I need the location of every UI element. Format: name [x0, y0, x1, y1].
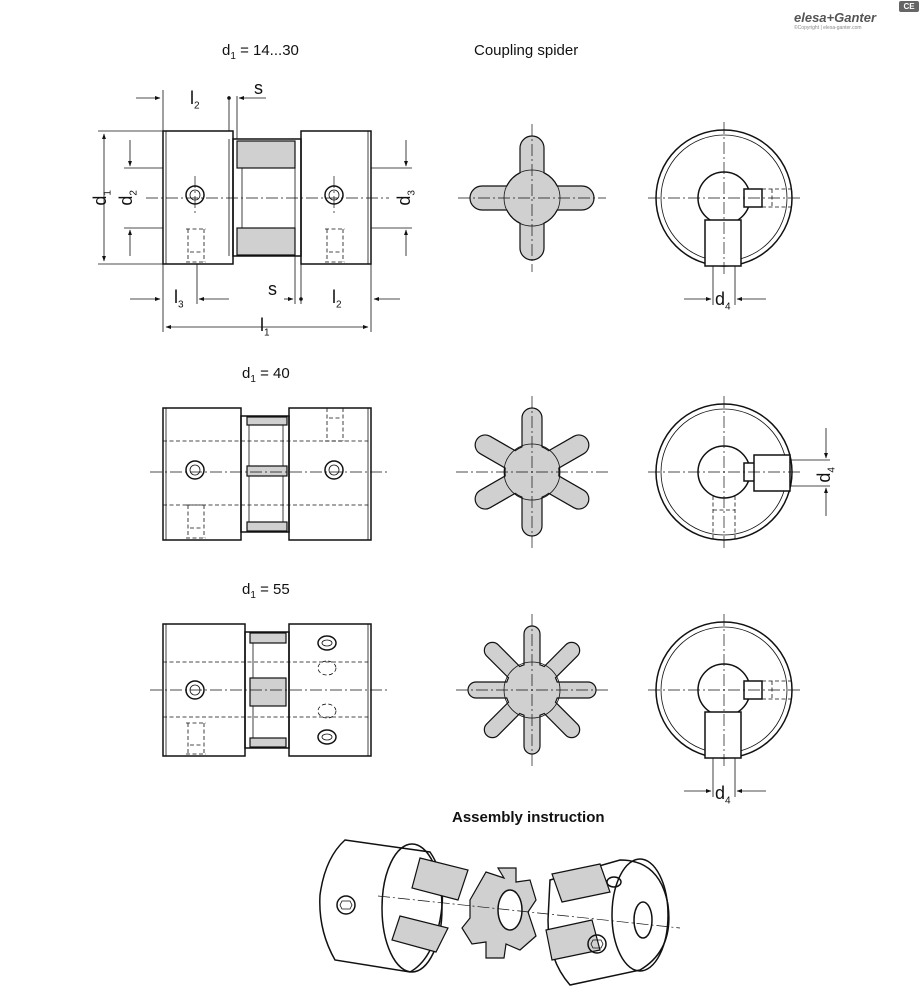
- ce-badge: CE: [899, 1, 919, 12]
- spider-view-1-drawing: [458, 124, 606, 272]
- end-view-2: [648, 396, 830, 548]
- dim-l3: l3: [174, 287, 184, 311]
- end-view-3: [648, 614, 800, 797]
- brand-copyright: ©Copyright | elesa-ganter.com: [794, 25, 862, 31]
- dim-s-top: s: [254, 78, 263, 98]
- heading-view3: d1 = 55: [242, 581, 290, 601]
- coupling-side-view-3: [150, 623, 389, 757]
- dim-l1: l1: [260, 315, 270, 339]
- heading-view1: d1 = 14...30: [222, 42, 299, 62]
- assembly-spider: [461, 867, 537, 959]
- dim-l2-bottom: l2: [332, 287, 342, 311]
- end-view-1: [648, 122, 800, 305]
- heading-view2: d1 = 40: [242, 365, 290, 385]
- dim-s-bottom: s: [268, 279, 277, 299]
- assembly-illustration: [319, 839, 681, 986]
- heading-coupling-spider: Coupling spider: [474, 42, 579, 59]
- coupling-side-view-2: [150, 407, 389, 541]
- coupling-side-view-1: [98, 90, 412, 332]
- spider-view-2-drawing: [456, 396, 608, 548]
- spider-view-3-drawing: [456, 614, 608, 766]
- brand-logo: elesa+Ganter: [794, 10, 877, 25]
- dim-d4-view3: d4: [715, 783, 731, 807]
- dim-l2-top: l2: [190, 88, 200, 112]
- dim-d4-view1: d4: [715, 289, 731, 313]
- heading-assembly-instruction: Assembly instruction: [452, 809, 605, 826]
